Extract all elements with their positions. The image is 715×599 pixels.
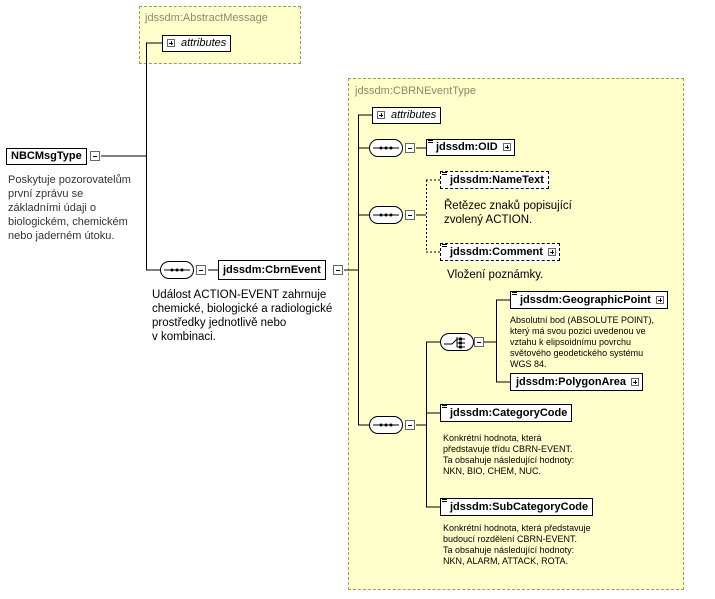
desc-line: WGS 84. bbox=[510, 359, 547, 369]
collapse-icon[interactable] bbox=[333, 265, 343, 275]
expand-icon[interactable] bbox=[377, 111, 385, 119]
desc-line: základními údaji o bbox=[8, 202, 97, 214]
desc-line: prostředky jednotlivě nebo bbox=[152, 317, 287, 329]
comment-description: Vložení poznámky. bbox=[447, 268, 543, 282]
element-geographic-point[interactable]: jdssdm:GeographicPoint bbox=[510, 291, 668, 309]
desc-line: který má svou pozici uvedenou ve bbox=[510, 326, 646, 336]
annotation-icon bbox=[442, 244, 447, 247]
annotation-icon bbox=[442, 405, 447, 408]
root-description: Poskytuje pozorovatelům první zprávu se … bbox=[8, 173, 131, 243]
annotation-icon bbox=[442, 172, 447, 175]
sequence-compositor bbox=[369, 206, 403, 224]
root-element-nbcmsgtype[interactable]: NBCMsgType bbox=[6, 148, 87, 165]
cbrn-event-type-title: jdssdm:CBRNEventType bbox=[355, 85, 477, 97]
desc-line: nebo jaderném útoku. bbox=[8, 230, 115, 242]
name-text-description: Řetězec znaků popisující zvolený ACTION. bbox=[444, 199, 572, 227]
annotation-icon bbox=[512, 292, 517, 295]
cbrn-attributes-label: attributes bbox=[391, 109, 437, 121]
collapse-icon[interactable] bbox=[90, 151, 100, 161]
element-category-code[interactable]: jdssdm:CategoryCode bbox=[440, 404, 573, 422]
desc-line: Ta obsahuje následující hodnoty: bbox=[443, 545, 575, 555]
collapse-icon[interactable] bbox=[196, 265, 206, 275]
desc-line: první zprávu se bbox=[8, 188, 84, 200]
collapse-icon[interactable] bbox=[405, 210, 415, 220]
collapse-icon[interactable] bbox=[474, 337, 484, 347]
element-cbrn-event[interactable]: jdssdm:CbrnEvent bbox=[218, 260, 326, 280]
desc-line: chemické, biologické a radiologické bbox=[152, 303, 333, 315]
abstract-attributes[interactable]: attributes bbox=[162, 35, 232, 52]
desc-line: v kombinaci. bbox=[152, 331, 216, 343]
element-subcategory-code[interactable]: jdssdm:SubCategoryCode bbox=[440, 498, 594, 516]
desc-line: světového geodetického systému bbox=[510, 348, 644, 358]
annotation-icon bbox=[428, 140, 433, 143]
expand-icon[interactable] bbox=[502, 143, 511, 151]
root-element-label: NBCMsgType bbox=[11, 150, 82, 162]
desc-line: budoucí rozdělení CBRN-EVENT. bbox=[443, 534, 578, 544]
desc-line: biologickém, chemickém bbox=[8, 216, 128, 228]
element-name-text[interactable]: jdssdm:NameText bbox=[440, 171, 549, 189]
desc-line: představuje třídu CBRN-EVENT. bbox=[443, 444, 573, 454]
expand-icon[interactable] bbox=[547, 248, 556, 256]
desc-line: NKN, BIO, CHEM, NUC. bbox=[443, 466, 542, 476]
sequence-icon bbox=[164, 268, 190, 272]
expand-icon[interactable] bbox=[655, 296, 664, 304]
desc-line: Absolutní bod (ABSOLUTE POINT), bbox=[510, 315, 655, 325]
desc-line: Ta obsahuje následující hodnoty: bbox=[443, 455, 575, 465]
sequence-compositor bbox=[369, 139, 403, 157]
desc-line: Konkrétní hodnota, která bbox=[443, 433, 542, 443]
category-code-description: Konkrétní hodnota, která představuje tří… bbox=[443, 433, 574, 477]
abstract-attributes-label: attributes bbox=[181, 37, 227, 49]
collapse-icon[interactable] bbox=[405, 420, 415, 430]
cbrn-event-label: jdssdm:CbrnEvent bbox=[223, 264, 321, 276]
element-oid[interactable]: jdssdm:OID bbox=[426, 139, 515, 156]
geographic-point-description: Absolutní bod (ABSOLUTE POINT), který má… bbox=[510, 315, 654, 370]
expand-icon[interactable] bbox=[167, 39, 175, 47]
abstract-message-title: jdssdm:AbstractMessage bbox=[145, 12, 268, 24]
desc-line: Konkrétní hodnota, která představuje bbox=[443, 523, 591, 533]
category-code-label: jdssdm:CategoryCode bbox=[450, 407, 568, 419]
desc-line: Událost ACTION-EVENT zahrnuje bbox=[152, 289, 327, 301]
cbrn-event-description: Událost ACTION-EVENT zahrnuje chemické, … bbox=[152, 288, 332, 344]
sequence-icon bbox=[373, 146, 399, 150]
desc-line: Vložení poznámky. bbox=[447, 269, 544, 281]
cbrn-attributes[interactable]: attributes bbox=[372, 107, 442, 124]
expand-icon[interactable] bbox=[631, 378, 640, 386]
element-comment[interactable]: jdssdm:Comment bbox=[440, 243, 560, 261]
sequence-icon bbox=[373, 423, 399, 427]
oid-label: jdssdm:OID bbox=[436, 141, 498, 153]
subcategory-code-label: jdssdm:SubCategoryCode bbox=[450, 501, 589, 513]
choice-icon bbox=[444, 337, 465, 349]
polygon-area-label: jdssdm:PolygonArea bbox=[516, 376, 627, 388]
desc-line: zvolený ACTION. bbox=[444, 214, 533, 226]
sequence-icon bbox=[373, 213, 399, 217]
sequence-compositor bbox=[160, 261, 194, 279]
element-polygon-area[interactable]: jdssdm:PolygonArea bbox=[510, 373, 644, 391]
collapse-icon[interactable] bbox=[405, 143, 415, 153]
desc-line: NKN, ALARM, ATTACK, ROTA. bbox=[443, 556, 569, 566]
name-text-label: jdssdm:NameText bbox=[450, 174, 544, 186]
geographic-point-label: jdssdm:GeographicPoint bbox=[520, 294, 651, 306]
sequence-compositor bbox=[369, 416, 403, 434]
annotation-icon bbox=[442, 499, 447, 502]
desc-line: Řetězec znaků popisující bbox=[444, 200, 572, 212]
desc-line: vztahu k elipsoidnímu povrchu bbox=[510, 337, 632, 347]
subcategory-code-description: Konkrétní hodnota, která představuje bud… bbox=[443, 523, 591, 567]
desc-line: Poskytuje pozorovatelům bbox=[8, 174, 131, 186]
choice-compositor bbox=[440, 333, 474, 351]
comment-label: jdssdm:Comment bbox=[450, 246, 543, 258]
